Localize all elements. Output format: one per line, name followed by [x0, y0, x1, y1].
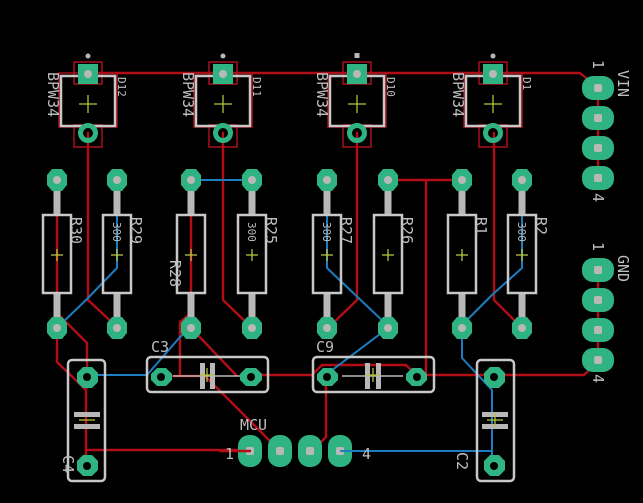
label-r25: R25	[262, 217, 280, 244]
trace-r26-c9[interactable]	[326, 327, 389, 375]
bottom-copper-traces	[55, 71, 600, 467]
label-r27: R27	[337, 217, 355, 244]
resistor-r27[interactable]: R27 300	[311, 169, 355, 339]
label-d1-value: BPW34	[449, 72, 467, 117]
label-gnd: GND	[614, 255, 632, 282]
photodiode-d11[interactable]	[193, 53, 253, 148]
label-mcu-pin1: 1	[225, 445, 234, 463]
header-vin[interactable]	[582, 76, 614, 190]
label-d1-name: D1	[520, 77, 533, 90]
trace-c3-c9[interactable]	[250, 363, 418, 377]
trace-c9-c2-gnd[interactable]	[414, 359, 600, 377]
resistor-r1[interactable]: R1	[446, 169, 490, 339]
label-gnd-pin1: 1	[589, 242, 607, 251]
label-r2: R2	[532, 217, 550, 235]
capacitor-c9[interactable]: C9	[311, 338, 436, 394]
photodiode-d10[interactable]	[327, 53, 387, 148]
photodiode-labels: BPW34 D12 BPW34 D11 BPW34 D10 BPW34 D1	[44, 72, 533, 117]
header-group	[218, 76, 614, 467]
pin1-marker-icon	[354, 53, 360, 58]
label-r29: R29	[127, 217, 145, 244]
label-r27-value: 300	[320, 222, 333, 242]
pin1-marker-icon	[490, 53, 496, 59]
resistor-r28[interactable]: R28	[166, 169, 207, 339]
label-r30: R30	[67, 217, 85, 244]
capacitor-c4[interactable]: C4	[59, 358, 107, 483]
trace-r2-r1[interactable]	[461, 179, 523, 326]
label-gnd-pin4: 4	[589, 374, 607, 383]
trace-c3-to-mcu2[interactable]	[203, 374, 282, 453]
trace-r28-c3[interactable]	[85, 327, 192, 376]
label-c2: C2	[453, 452, 471, 470]
photodiode-d1[interactable]	[463, 53, 523, 148]
label-r28: R28	[166, 260, 184, 287]
pin1-marker-icon	[85, 53, 91, 59]
label-c4: C4	[59, 455, 77, 473]
label-r26: R26	[398, 217, 416, 244]
label-r1: R1	[472, 217, 490, 235]
resistor-r2[interactable]: R2 300	[506, 169, 550, 339]
label-r25-value: 300	[245, 222, 258, 242]
capacitor-c2[interactable]: C2	[453, 358, 516, 483]
trace-r29-r30[interactable]	[59, 179, 118, 326]
capacitor-c3[interactable]: C3	[145, 338, 270, 394]
label-c9: C9	[316, 338, 334, 356]
label-d12-value: BPW34	[44, 72, 62, 117]
label-vin-pin1: 1	[589, 60, 607, 69]
resistor-r30[interactable]: R30	[41, 169, 85, 339]
label-d10-value: BPW34	[313, 72, 331, 117]
header-gnd[interactable]	[582, 258, 614, 372]
label-c3: C3	[151, 338, 169, 356]
label-d11-value: BPW34	[179, 72, 197, 117]
label-r29-value: 300	[110, 222, 123, 242]
label-vin: VIN	[614, 70, 632, 97]
header-mcu[interactable]	[238, 435, 352, 467]
resistor-r26[interactable]: R26	[372, 169, 416, 339]
photodiode-d12[interactable]	[58, 53, 118, 148]
label-vin-pin4: 4	[589, 193, 607, 202]
label-d12-name: D12	[115, 77, 128, 97]
label-r2-value: 300	[515, 222, 528, 242]
resistor-r25[interactable]: R25 300	[236, 169, 280, 339]
trace-r30-c4[interactable]	[55, 326, 88, 467]
label-d11-name: D11	[250, 77, 263, 97]
label-mcu-pin4: 4	[362, 445, 371, 463]
label-d10-name: D10	[384, 77, 397, 97]
trace-r28[interactable]	[178, 178, 193, 377]
resistor-r29[interactable]: R29 300	[101, 169, 145, 339]
pin1-marker-icon	[220, 53, 226, 59]
pad-anode[interactable]	[84, 70, 92, 78]
label-mcu: MCU	[240, 416, 267, 434]
